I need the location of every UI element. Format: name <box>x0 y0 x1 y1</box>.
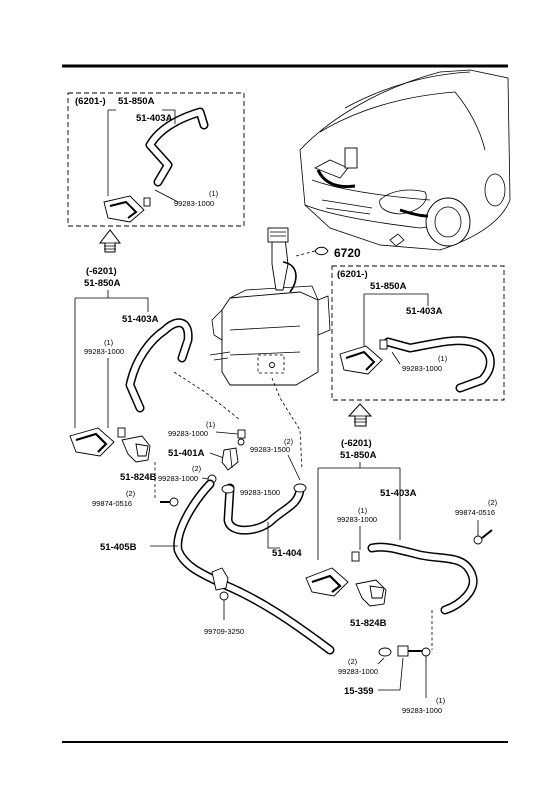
inset-top-range: (6201-) <box>75 96 106 107</box>
inset-top-nozzle <box>103 195 151 223</box>
inset-right-box <box>331 265 505 401</box>
left-valve-qty: (1) <box>104 338 114 347</box>
inset-right-hose: 51-403A <box>406 306 443 317</box>
right-valve: 99283-1000 <box>337 515 377 524</box>
right-check-shapes <box>378 645 431 657</box>
left-assembly: 51-850A <box>84 278 121 289</box>
short-hose-shape <box>223 483 305 535</box>
inset-right-nozzle <box>339 339 388 375</box>
inset-top-hose-shape <box>145 107 209 187</box>
inset-top-valve-qty: (1) <box>209 189 219 198</box>
joint-label: 51-401A <box>168 448 205 459</box>
right-up-arrow-icon <box>347 403 373 427</box>
inset-right-hose-shape <box>383 336 495 393</box>
inset-right-range: (6201-) <box>337 269 368 280</box>
joint-shape <box>221 447 239 471</box>
left-nozzle <box>69 427 126 457</box>
center-valve-a-qty: (1) <box>206 420 216 429</box>
right-hose: 51-403A <box>380 488 417 499</box>
left-range: (-6201) <box>86 266 117 277</box>
inset-top-hose: 51-403A <box>136 113 173 124</box>
main-hose-shape <box>173 479 335 655</box>
main-hose-label: 51-405B <box>100 542 137 553</box>
right-end-valve: 99283-1000 <box>402 706 442 715</box>
clamp-shape <box>211 567 229 601</box>
right-bolt-qty: (2) <box>488 498 498 507</box>
inset-top-valve: 99283-1000 <box>174 199 214 208</box>
right-end-qty: (1) <box>436 696 446 705</box>
clip-b: 99283-1500 <box>240 488 280 497</box>
inset-right-assembly: 51-850A <box>370 281 407 292</box>
right-hose-shape <box>367 542 478 615</box>
left-valve: 99283-1000 <box>84 347 124 356</box>
center-valve-b: 99283-1000 <box>158 474 198 483</box>
right-bracket <box>355 579 387 607</box>
connector-label: 15-359 <box>344 686 374 697</box>
left-bolt-shape <box>160 497 179 507</box>
right-bolt-shape <box>473 529 493 545</box>
left-bolt: 99874-0516 <box>92 499 132 508</box>
center-valve-a-shape <box>237 429 246 446</box>
car-illustration <box>299 69 511 251</box>
right-assembly: 51-850A <box>340 450 377 461</box>
inset-top-assembly: 51-850A <box>118 96 155 107</box>
left-hose: 51-403A <box>122 314 159 325</box>
left-up-arrow-icon <box>98 229 122 253</box>
clip-a: 99283-1500 <box>250 445 290 454</box>
clamp-label: 99709-3250 <box>204 627 244 636</box>
tank-cap-label: 6720 <box>334 246 361 260</box>
inset-top-box <box>67 92 245 227</box>
inset-right-valve-qty: (1) <box>438 354 448 363</box>
right-check: 99283-1000 <box>338 667 378 676</box>
center-valve-b-qty: (2) <box>192 464 202 473</box>
clip-a-qty: (2) <box>284 437 294 446</box>
right-valve-qty: (1) <box>358 506 368 515</box>
clip-shapes <box>221 483 307 494</box>
right-bracket-label: 51-824B <box>350 618 387 629</box>
right-range: (-6201) <box>341 438 372 449</box>
inset-right-valve: 99283-1000 <box>402 364 442 373</box>
left-hose-shape <box>125 318 193 413</box>
cap-gasket <box>314 246 329 256</box>
right-nozzle <box>305 551 360 597</box>
left-bolt-qty: (2) <box>126 489 136 498</box>
left-bracket <box>121 435 151 463</box>
short-hose-label: 51-404 <box>272 548 302 559</box>
center-valve-a: 99283-1000 <box>168 429 208 438</box>
washer-tank <box>209 227 331 386</box>
right-check-qty: (2) <box>348 657 358 666</box>
right-bolt: 99874-0516 <box>455 508 495 517</box>
left-bracket-label: 51-824B <box>120 472 157 483</box>
